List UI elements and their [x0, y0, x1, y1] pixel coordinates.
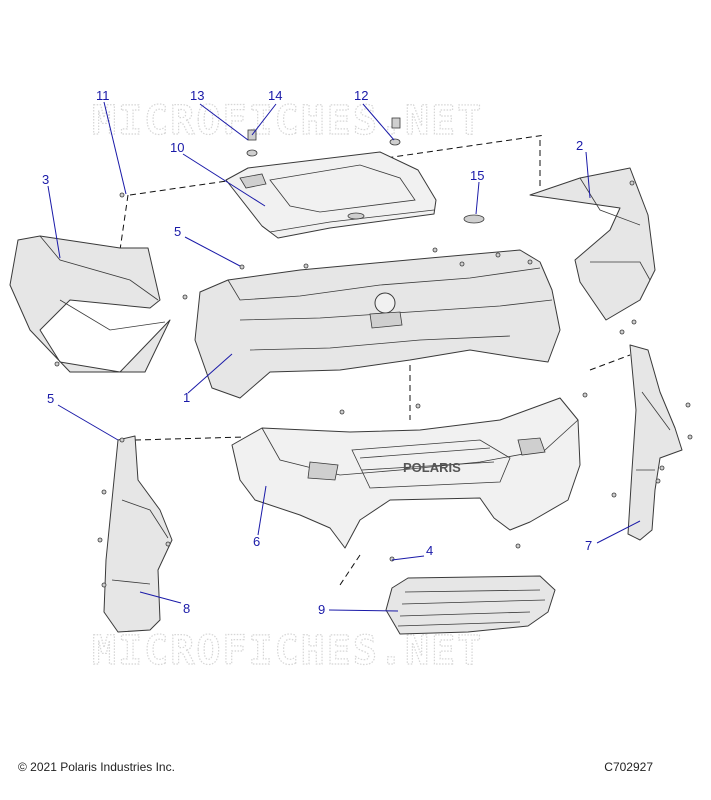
callout-2: 2: [576, 138, 583, 153]
copyright-text: © 2021 Polaris Industries Inc.: [18, 760, 175, 774]
callout-1: 1: [183, 390, 190, 405]
callout-5-lower: 5: [47, 391, 54, 406]
callout-14: 14: [268, 88, 282, 103]
polaris-logo: POLARIS: [403, 460, 461, 475]
callout-11: 11: [96, 88, 110, 103]
callout-8: 8: [183, 601, 190, 616]
alignment-lines: [119, 134, 631, 586]
screws: [54, 180, 693, 588]
callout-5-upper: 5: [174, 224, 181, 239]
watermark-top: MICROFICHES.NET: [92, 98, 483, 144]
part-hood: [225, 151, 437, 239]
callout-13: 13: [190, 88, 204, 103]
part-right-fender: [627, 344, 683, 541]
part-left-side-panel: [9, 235, 171, 373]
callout-6: 6: [253, 534, 260, 549]
part-front-bumper: POLARIS: [231, 397, 581, 549]
part-grille: [385, 575, 556, 635]
drawing-id: C702927: [604, 760, 653, 774]
callout-4: 4: [426, 543, 433, 558]
callout-10: 10: [170, 140, 184, 155]
callout-9: 9: [318, 602, 325, 617]
callout-3: 3: [42, 172, 49, 187]
callout-15: 15: [470, 168, 484, 183]
callout-12: 12: [354, 88, 368, 103]
callout-labels: 1 2 3 4 5 5 6 7 8 9 10 11 12 13 14 15: [42, 88, 592, 617]
watermark-bottom: MICROFICHES.NET: [92, 628, 483, 674]
leader-lines: [47, 101, 641, 612]
part-plug: [463, 214, 485, 224]
callout-7: 7: [585, 538, 592, 553]
part-front-frame: [194, 249, 561, 399]
part-right-side-panel: [529, 167, 656, 321]
part-left-fender: [103, 435, 173, 633]
